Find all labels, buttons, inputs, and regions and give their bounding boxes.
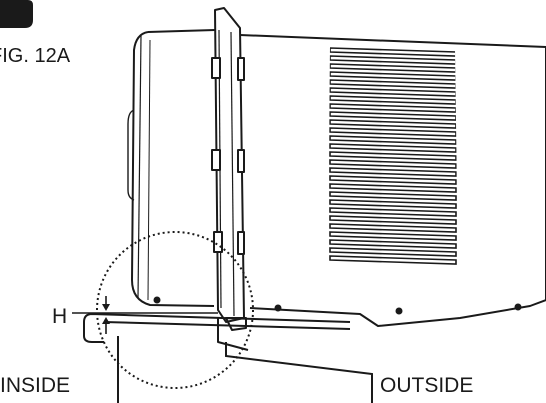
detail-callout-circle [96,231,254,389]
mounting-screws [153,296,522,315]
support-bracket [217,317,249,351]
window-sill [83,313,351,343]
figure-label: FIG. 12A [0,45,71,67]
corner-tab [0,0,33,28]
outside-label: OUTSIDE [380,374,473,397]
air-conditioner-body [127,29,546,327]
inside-label: INSIDE [0,374,70,397]
height-marker-label: H [52,305,67,328]
label-leaders [117,336,373,403]
side-curtain-panel [211,7,245,323]
height-dimension-arrows [72,296,218,334]
side-vent-louvers [329,47,457,265]
